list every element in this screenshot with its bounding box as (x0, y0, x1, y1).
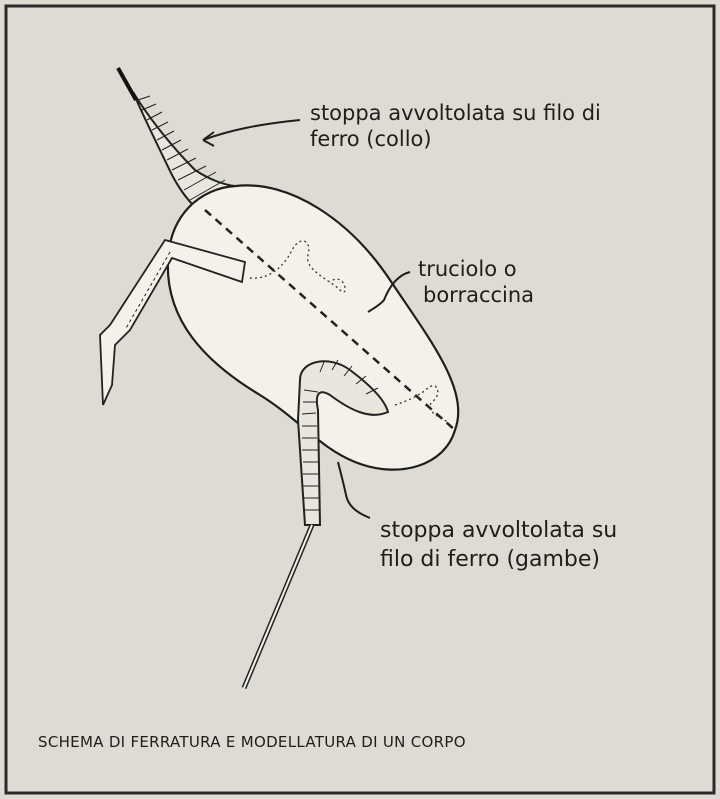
legs-label: stoppa avvoltolata su filo di ferro (gam… (380, 516, 617, 574)
body-label-line1: truciolo o (418, 256, 534, 282)
hind-leg-wrapped (244, 360, 388, 688)
body-label: truciolo o borraccina (418, 256, 534, 308)
neck-label-line1: stoppa avvoltolata su filo di (310, 100, 601, 126)
body-label-line2: borraccina (418, 282, 534, 308)
legs-label-line2: filo di ferro (gambe) (380, 545, 617, 574)
diagram-caption: SCHEMA DI FERRATURA E MODELLATURA DI UN … (38, 733, 466, 751)
legs-label-line1: stoppa avvoltolata su (380, 516, 617, 545)
neck-label-line2: ferro (collo) (310, 126, 601, 152)
neck-label: stoppa avvoltolata su filo di ferro (col… (310, 100, 601, 152)
